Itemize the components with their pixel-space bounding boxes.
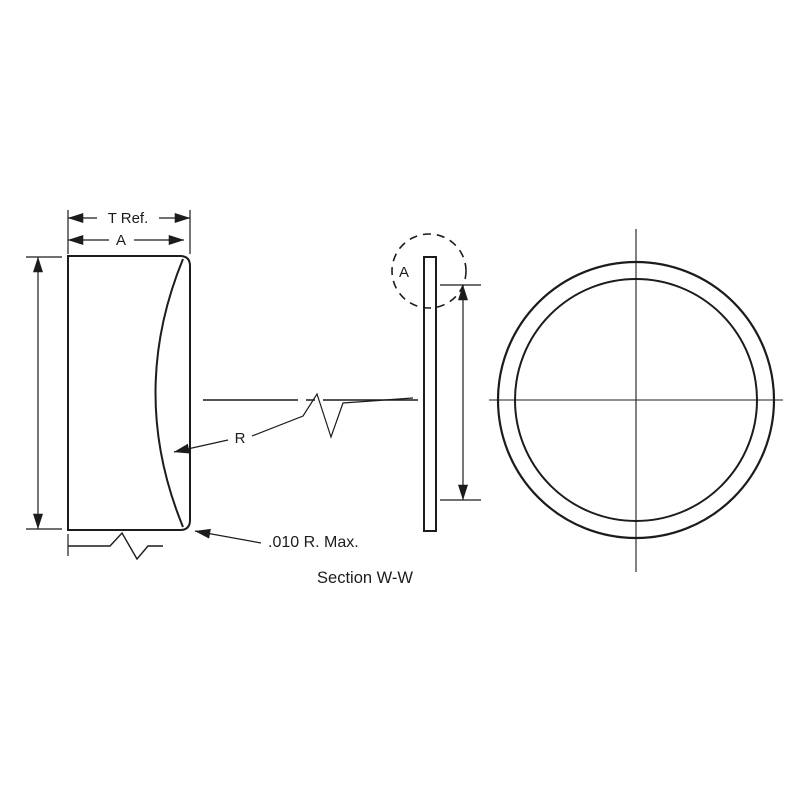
a-dimension: A	[67, 232, 185, 249]
bottom-break-line	[67, 531, 163, 561]
section-outline	[67, 255, 191, 531]
height-dimension	[26, 256, 62, 530]
corner-radius-note: .010 R. Max.	[268, 534, 359, 551]
edge-outline	[423, 256, 437, 532]
edge-height-dimension	[440, 284, 481, 501]
detail-callout-circle	[391, 233, 467, 309]
a-dimension-label: A	[116, 232, 126, 249]
break-zigzag	[68, 531, 163, 561]
corner-radius-callout: .010 R. Max.	[194, 528, 359, 551]
radius-leader: R	[173, 392, 414, 454]
radius-label: R	[235, 430, 246, 447]
section-caption: Section W-W	[317, 569, 413, 587]
leader-break-segment	[251, 392, 414, 439]
t-ref-dimension-label: T Ref.	[108, 210, 149, 227]
front-view	[489, 229, 783, 572]
leader-arrow-segment	[173, 439, 229, 454]
lens-surface-arc	[154, 258, 184, 528]
leader-line	[194, 528, 262, 544]
detail-a-label: A	[399, 264, 409, 281]
t-ref-dimension: T Ref.	[67, 210, 191, 254]
section-view: T Ref. A R	[26, 210, 413, 587]
edge-view: A	[391, 233, 481, 532]
